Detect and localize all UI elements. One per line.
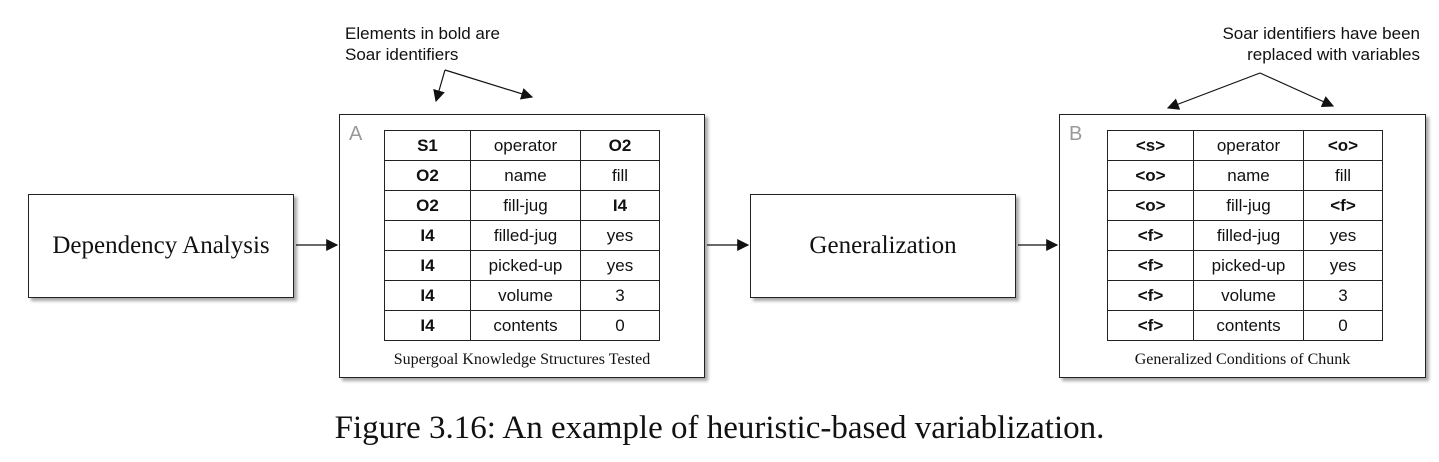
value-cell: 0 (580, 310, 660, 341)
identifier-cell: I4 (384, 310, 471, 341)
right-note-arrow-1 (1166, 72, 1261, 110)
value-cell: fill (1303, 160, 1383, 191)
panel-a-letter: A (349, 123, 363, 145)
identifier-cell: <f> (1107, 280, 1194, 311)
identifier-cell: O2 (384, 160, 471, 191)
right-note-arrow-2 (1259, 72, 1335, 108)
attribute-cell: operator (470, 130, 581, 161)
value-cell: fill (580, 160, 660, 191)
identifier-cell: S1 (384, 130, 471, 161)
identifier-cell: <f> (1107, 250, 1194, 281)
value-cell: <f> (1303, 190, 1383, 221)
value-cell: 3 (580, 280, 660, 311)
value-cell: I4 (580, 190, 660, 221)
bold-elements-note: Elements in bold are Soar identifiers (345, 24, 500, 64)
identifier-cell: <o> (1107, 160, 1194, 191)
value-cell: <o> (1303, 130, 1383, 161)
replaced-variables-note: Soar identifiers have been replaced with… (1222, 24, 1420, 64)
identifier-cell: <s> (1107, 130, 1194, 161)
value-cell: O2 (580, 130, 660, 161)
left-note-arrow-2 (444, 69, 534, 100)
value-cell: yes (580, 220, 660, 251)
table-row: <s>operator<o> (1107, 130, 1383, 161)
generalization-box: Generalization (750, 194, 1016, 298)
value-cell: yes (1303, 220, 1383, 251)
left-note-arrow-1 (433, 69, 446, 103)
attribute-cell: contents (470, 310, 581, 341)
panel-b-letter: B (1069, 123, 1083, 145)
attribute-cell: volume (1193, 280, 1304, 311)
attribute-cell: picked-up (470, 250, 581, 281)
dependency-analysis-box: Dependency Analysis (28, 194, 294, 298)
table-row: <o>fill-jug<f> (1107, 190, 1383, 221)
attribute-cell: filled-jug (1193, 220, 1304, 251)
figure-caption: Figure 3.16: An example of heuristic-bas… (334, 410, 1105, 446)
panel-a-caption: Supergoal Knowledge Structures Tested (393, 351, 651, 368)
attribute-cell: contents (1193, 310, 1304, 341)
value-cell: yes (1303, 250, 1383, 281)
attribute-cell: volume (470, 280, 581, 311)
attribute-cell: picked-up (1193, 250, 1304, 281)
identifier-cell: I4 (384, 280, 471, 311)
value-cell: 0 (1303, 310, 1383, 341)
attribute-cell: fill-jug (1193, 190, 1304, 221)
panel-b-caption: Generalized Conditions of Chunk (1134, 351, 1351, 368)
identifier-cell: <f> (1107, 310, 1194, 341)
